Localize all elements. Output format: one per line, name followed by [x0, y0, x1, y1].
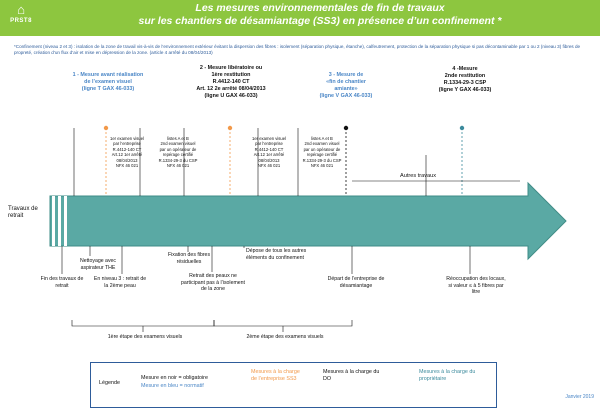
event-niveau-3: En niveau 3 : retrait de la 2ème peau: [93, 276, 147, 289]
timeline-arrow: [49, 181, 567, 261]
event-depose: Dépose de tous les autres éléments du co…: [246, 248, 307, 261]
arrow-start-stripe-1: [52, 196, 55, 246]
title-line-1: Les mesures environnementales de fin de …: [195, 2, 445, 14]
arrow-start-stripe-3: [64, 196, 67, 246]
page-title: Les mesures environnementales de fin de …: [40, 2, 600, 28]
dot-mesure-4: [459, 125, 465, 131]
prst-logo: ⌂ PRST8: [4, 3, 38, 33]
dot-mesure-2: [227, 125, 233, 131]
stage-3-header: 3 - Mesure de «fin de chantier amiante» …: [319, 72, 373, 99]
arrow-start-stripe-2: [58, 196, 61, 246]
footnote: *Confinement (niveau 2 et 3) : isolation…: [14, 44, 581, 55]
stage-1-header: 1 - Mesure avant réalisation de l’examen…: [72, 72, 144, 92]
brace-etape-2: [213, 320, 353, 327]
legend-proprio-text: Mesures à la charge du propriétaire: [419, 369, 476, 382]
brace-etape-1: [71, 320, 215, 327]
etape-2-label: 2ème étape des examens visuels: [246, 334, 324, 340]
dot-mesure-3: [343, 125, 349, 131]
title-line-2: sur les chantiers de désamiantage (SS3) …: [138, 15, 502, 27]
legend-blue-text: Mesure en bleu = normatif: [141, 383, 204, 389]
legend-orange-text: Mesures à la charge de l’entreprise SS3: [251, 369, 300, 382]
event-reoccupation: Réoccupation des locaux, si valeur ≤ à 5…: [446, 276, 506, 296]
event-nettoyage: Nettoyage avec aspirateur THE: [79, 258, 117, 271]
stage-4-header: 4 -Mesure 2nde restitution R.1334-29-3 C…: [438, 66, 492, 93]
date-label: Janvier 2019: [565, 394, 594, 400]
event-retrait-peaux: Retrait des peaux ne participant pas à l…: [180, 273, 245, 293]
arrow-start-label: Travaux de retrait: [8, 206, 38, 219]
logo-text: PRST8: [10, 18, 32, 24]
legend-box: Légende Mesure en noir = obligatoire Mes…: [90, 362, 497, 408]
event-depart: Départ de l’entreprise de désamiantage: [327, 276, 385, 289]
legend-do-text: Mesures à la charge du DO: [323, 369, 380, 382]
event-fixation: Fixation des fibres résiduelles: [167, 252, 211, 265]
logo-mark-icon: ⌂: [17, 2, 25, 17]
event-fin-travaux: Fin des travaux de retrait: [40, 276, 84, 289]
etape-1-label: 1ère étape des examens visuels: [107, 334, 183, 340]
legend-black-text: Mesure en noir = obligatoire: [141, 375, 208, 381]
stage-2-header: 2 - Mesure libératoire ou 1ère restituti…: [196, 65, 266, 99]
dot-mesure-1: [103, 125, 109, 131]
header-banner: [0, 0, 600, 36]
autres-travaux-label: Autres travaux: [400, 173, 437, 179]
legend-title: Légende: [99, 380, 120, 386]
